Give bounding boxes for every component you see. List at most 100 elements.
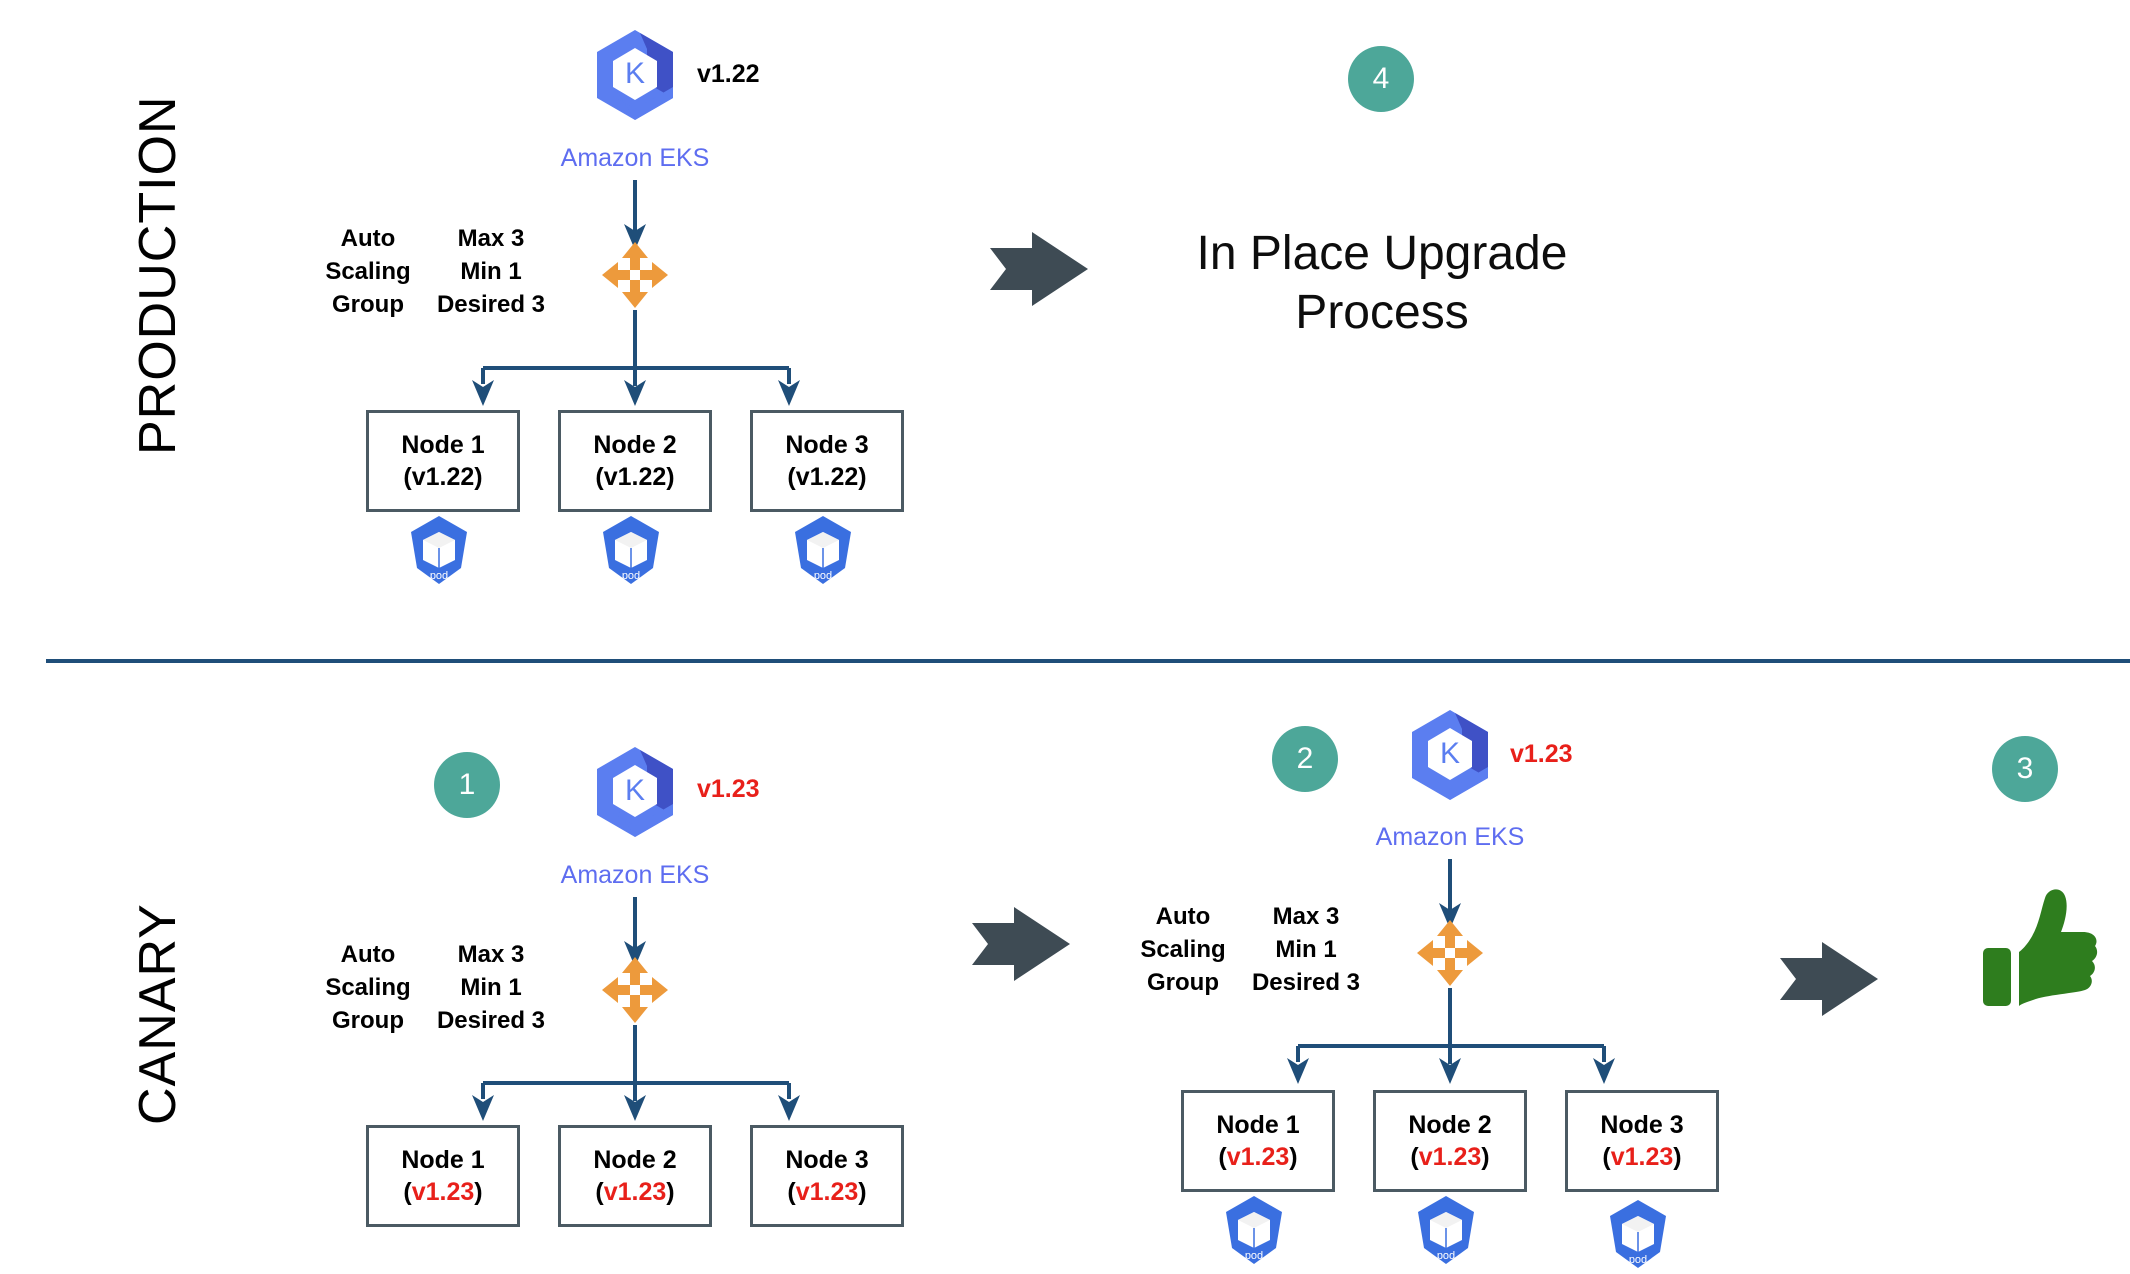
section-label-production: PRODUCTION bbox=[129, 95, 187, 455]
step-badge-4: 4 bbox=[1348, 46, 1414, 112]
svg-text:K: K bbox=[625, 57, 645, 90]
node-version: (v1.23) bbox=[595, 1176, 674, 1209]
auto-scaling-group-icon bbox=[600, 240, 670, 310]
paren-close: ) bbox=[1673, 1143, 1682, 1171]
step-badge-2: 2 bbox=[1272, 726, 1338, 792]
paren-close: ) bbox=[1481, 1143, 1490, 1171]
node-name: Node 2 bbox=[593, 1145, 677, 1174]
asg-spec-line: Max 3 bbox=[457, 225, 525, 252]
asg-spec-line: Desired 3 bbox=[1251, 969, 1361, 997]
paren-open: ( bbox=[1218, 1143, 1227, 1171]
node-name: Node 3 bbox=[1600, 1110, 1684, 1139]
flow-arrow-icon bbox=[990, 230, 1090, 308]
node-box[interactable]: Node 1 (v1.22) bbox=[366, 410, 520, 512]
eks-logo-icon: K bbox=[585, 25, 685, 125]
flow-arrow-icon bbox=[1780, 940, 1880, 1018]
thumbs-up-icon bbox=[1955, 880, 2120, 1030]
node-version: (v1.23) bbox=[1410, 1141, 1489, 1174]
paren-open: ( bbox=[595, 1178, 604, 1206]
node-version: (v1.22) bbox=[595, 463, 675, 491]
node-version: (v1.22) bbox=[403, 463, 483, 491]
node-name: Node 2 bbox=[593, 430, 677, 459]
paren-open: ( bbox=[1602, 1143, 1611, 1171]
pod-icon: pod bbox=[789, 514, 857, 586]
version-value: v1.23 bbox=[603, 1178, 667, 1206]
asg-spec-line: Min 1 bbox=[1275, 936, 1337, 964]
connector-eks-to-asg bbox=[624, 897, 646, 967]
auto-scaling-group-icon bbox=[600, 955, 670, 1025]
asg-name-line: Scaling bbox=[325, 258, 411, 286]
pod-label: pod bbox=[1629, 1254, 1647, 1266]
asg-spec-col: Max 3 Min 1 Desired 3 bbox=[430, 938, 552, 1037]
asg-name-col: Auto Scaling Group bbox=[1135, 900, 1231, 999]
node-version: (v1.23) bbox=[1602, 1141, 1681, 1174]
pod-label: pod bbox=[622, 570, 640, 582]
eks-caption: Amazon EKS bbox=[560, 144, 710, 172]
asg-name-col: Auto Scaling Group bbox=[320, 222, 416, 321]
paren-open: ( bbox=[403, 1178, 412, 1206]
eks-version-label: v1.22 bbox=[697, 60, 760, 88]
node-box[interactable]: Node 1 (v1.23) bbox=[1181, 1090, 1335, 1192]
step-badge-3: 3 bbox=[1992, 736, 2058, 802]
asg-spec-line: Max 3 bbox=[1272, 903, 1340, 930]
eks-version-label: v1.23 bbox=[697, 775, 760, 803]
node-box[interactable]: Node 2 (v1.23) bbox=[558, 1125, 712, 1227]
pod-label: pod bbox=[1245, 1250, 1263, 1262]
connector-asg-to-nodes bbox=[472, 310, 800, 406]
asg-name-line: Group bbox=[1147, 969, 1219, 997]
eks-caption: Amazon EKS bbox=[1375, 823, 1525, 851]
section-label-canary: CANARY bbox=[129, 903, 187, 1125]
node-box[interactable]: Node 2 (v1.23) bbox=[1373, 1090, 1527, 1192]
version-value: v1.23 bbox=[1418, 1143, 1482, 1171]
node-name: Node 1 bbox=[401, 1145, 485, 1174]
paren-close: ) bbox=[666, 1178, 675, 1206]
auto-scaling-group-icon bbox=[1415, 918, 1485, 988]
eks-caption: Amazon EKS bbox=[560, 861, 710, 889]
asg-spec-col: Max 3 Min 1 Desired 3 bbox=[1245, 900, 1367, 999]
pod-icon: pod bbox=[597, 514, 665, 586]
step-badge-1: 1 bbox=[434, 752, 500, 818]
asg-name-line: Scaling bbox=[1140, 936, 1226, 964]
asg-spec-line: Desired 3 bbox=[436, 291, 546, 319]
asg-label-canary-b: Auto Scaling Group Max 3 Min 1 Desired 3 bbox=[1135, 900, 1367, 999]
asg-spec-line: Desired 3 bbox=[436, 1007, 546, 1035]
asg-name-line: Group bbox=[332, 1007, 404, 1035]
connector-asg-to-nodes bbox=[1287, 988, 1615, 1084]
node-name: Node 3 bbox=[785, 430, 869, 459]
node-box[interactable]: Node 3 (v1.22) bbox=[750, 410, 904, 512]
version-value: v1.23 bbox=[1226, 1143, 1290, 1171]
version-value: v1.23 bbox=[795, 1178, 859, 1206]
pod-icon: pod bbox=[1412, 1194, 1480, 1266]
node-box[interactable]: Node 3 (v1.23) bbox=[750, 1125, 904, 1227]
node-box[interactable]: Node 1 (v1.23) bbox=[366, 1125, 520, 1227]
asg-name-line: Group bbox=[332, 291, 404, 319]
version-value: v1.23 bbox=[1610, 1143, 1674, 1171]
paren-open: ( bbox=[1410, 1143, 1419, 1171]
node-box[interactable]: Node 2 (v1.22) bbox=[558, 410, 712, 512]
paren-close: ) bbox=[474, 1178, 483, 1206]
paren-close: ) bbox=[1289, 1143, 1298, 1171]
node-version: (v1.23) bbox=[787, 1176, 866, 1209]
headline-in-place-upgrade: In Place Upgrade Process bbox=[1108, 225, 1656, 342]
node-name: Node 1 bbox=[1216, 1110, 1300, 1139]
pod-label: pod bbox=[814, 570, 832, 582]
node-name: Node 2 bbox=[1408, 1110, 1492, 1139]
eks-logo-icon: K bbox=[1400, 705, 1500, 805]
headline-line: Process bbox=[1295, 285, 1469, 339]
node-version: (v1.22) bbox=[787, 463, 867, 491]
paren-close: ) bbox=[858, 1178, 867, 1206]
pod-icon: pod bbox=[1604, 1198, 1672, 1270]
pod-label: pod bbox=[1437, 1250, 1455, 1262]
asg-label-canary-a: Auto Scaling Group Max 3 Min 1 Desired 3 bbox=[320, 938, 552, 1037]
connector-asg-to-nodes bbox=[472, 1025, 800, 1121]
asg-spec-line: Max 3 bbox=[457, 941, 525, 968]
headline-line: In Place Upgrade bbox=[1196, 227, 1568, 280]
asg-name-line: Auto bbox=[340, 225, 396, 252]
paren-open: ( bbox=[787, 1178, 796, 1206]
node-name: Node 1 bbox=[401, 430, 485, 459]
pod-label: pod bbox=[430, 570, 448, 582]
asg-name-line: Auto bbox=[1155, 903, 1211, 930]
node-box[interactable]: Node 3 (v1.23) bbox=[1565, 1090, 1719, 1192]
section-divider bbox=[46, 659, 2130, 663]
